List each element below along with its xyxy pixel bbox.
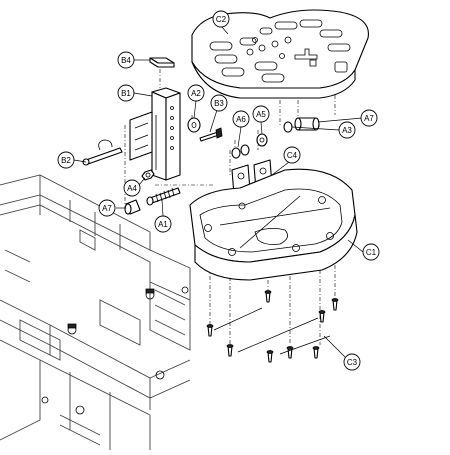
svg-text:C1: C1 xyxy=(366,248,377,257)
callout-c1: C1 xyxy=(362,243,380,261)
svg-text:A2: A2 xyxy=(191,89,201,98)
hardware-stack-a6-a5 xyxy=(231,133,268,159)
svg-text:B2: B2 xyxy=(61,156,71,165)
cap-b4 xyxy=(149,57,175,68)
svg-text:B3: B3 xyxy=(214,99,224,108)
callout-b1: B1 xyxy=(117,84,135,102)
svg-text:B1: B1 xyxy=(121,89,131,98)
callout-b4: B4 xyxy=(117,51,135,69)
screws-c3 xyxy=(206,290,339,363)
svg-text:A7: A7 xyxy=(102,204,112,213)
washer-a2 xyxy=(187,117,201,133)
svg-text:A6: A6 xyxy=(236,115,246,124)
callout-a6: A6 xyxy=(232,110,250,128)
callout-a4: A4 xyxy=(123,179,141,197)
seat-pan-c1 xyxy=(189,168,358,281)
nut-a4 xyxy=(141,169,155,181)
bolt-b3 xyxy=(199,127,223,142)
callout-a3: A3 xyxy=(338,121,356,139)
callout-leader-lines xyxy=(73,25,364,358)
callout-c3: C3 xyxy=(343,353,361,371)
bushing-a7-left xyxy=(124,199,141,215)
callout-c2: C2 xyxy=(212,10,230,28)
hardware-a3-a7 xyxy=(283,117,320,133)
svg-text:A3: A3 xyxy=(342,126,352,135)
callout-a1: A1 xyxy=(154,215,172,233)
mounting-post-b1 xyxy=(129,87,181,181)
chair-base-frame xyxy=(0,174,191,450)
callout-b2: B2 xyxy=(57,151,75,169)
callout-a7-left: A7 xyxy=(98,199,116,217)
svg-text:A1: A1 xyxy=(158,220,168,229)
callout-b3: B3 xyxy=(210,94,228,112)
svg-text:B4: B4 xyxy=(121,56,131,65)
callout-c4: C4 xyxy=(283,146,301,164)
svg-text:A4: A4 xyxy=(127,184,137,193)
svg-text:A5: A5 xyxy=(256,110,266,119)
spring-bolt-a1 xyxy=(146,187,181,206)
callout-a5: A5 xyxy=(252,105,270,123)
callout-a2: A2 xyxy=(187,84,205,102)
svg-text:A7: A7 xyxy=(364,114,374,123)
pin-b2 xyxy=(82,139,123,166)
svg-text:C2: C2 xyxy=(216,15,227,24)
callout-a7-top: A7 xyxy=(360,109,378,127)
assembly-center-lines xyxy=(124,60,336,345)
svg-text:C4: C4 xyxy=(287,151,298,160)
svg-text:C3: C3 xyxy=(347,358,358,367)
